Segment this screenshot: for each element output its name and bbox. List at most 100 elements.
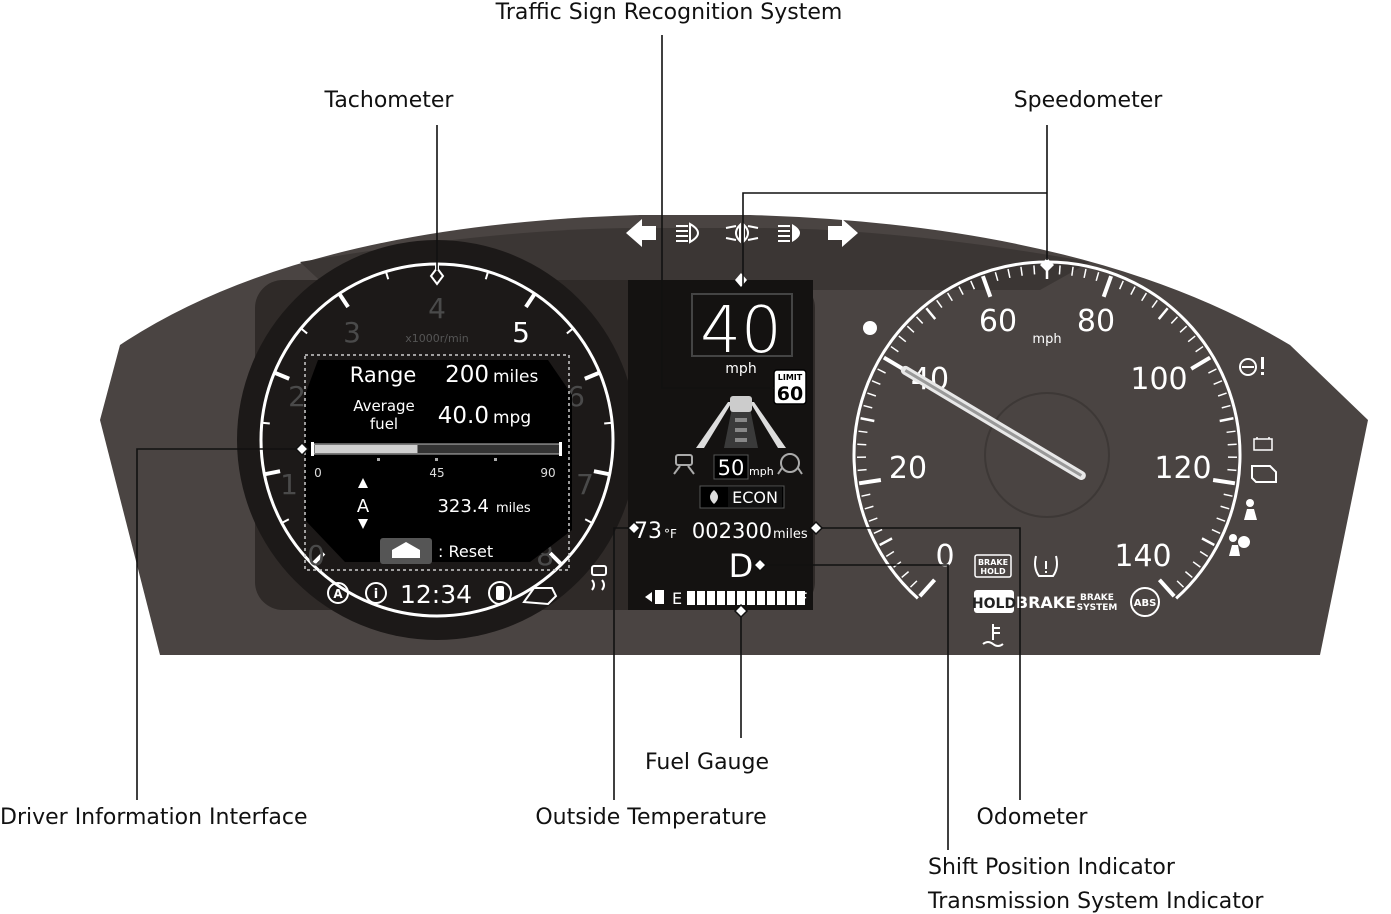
speed-number-80: 80 [1077,304,1115,339]
fuel-economy-bar: 0 45 90 [311,442,562,480]
fuel-gauge: E F [645,589,808,608]
fuel-segment [757,591,765,605]
outside-temperature-unit: °F [664,527,677,541]
speed-tick [1187,335,1196,343]
range-value: 200 [445,362,489,388]
speed-tick [1007,268,1011,278]
econ-leaf-icon [710,490,718,504]
tach-callout-marker [429,266,445,286]
traffic-sign-label: Traffic Sign Recognition System [495,0,843,25]
fuel-segment [687,591,695,605]
tach-unit: x1000r/min [405,332,469,345]
speed-tick [857,443,867,446]
lane-keeping-graphic [696,396,786,448]
fuel-full-label: F [798,589,807,608]
road-departure-left-icon [673,454,695,475]
tach-number-7: 7 [576,468,594,501]
fuel-pump-icon [655,590,664,604]
speed-tick [918,578,937,598]
headlight-icon [778,224,800,242]
speedometer-callout-marker [1040,258,1054,272]
speed-frame [691,293,793,357]
econ-indicator: ECON [699,485,785,509]
speed-tick [868,517,878,522]
speed-tick [898,335,907,343]
tach-tick [337,292,350,309]
transmission-label: Transmission System Indicator [927,889,1264,914]
odometer-marker [808,520,824,536]
trip-unit: miles [496,501,531,516]
speedometer-label: Speedometer [1014,88,1164,113]
lead-vehicle-icon [730,396,752,412]
fuel-segment [777,591,785,605]
callout-markers [294,441,824,619]
tach-tick [604,421,613,425]
needle-core [904,369,1083,477]
traffic-sign-callout-line [661,35,774,389]
callout-lines [136,35,1048,850]
speed-tick [864,505,874,510]
fuel-gauge-marker [733,603,749,619]
speed-tick [1192,561,1201,568]
speed-tick [1208,368,1217,374]
speed-tick [1226,430,1236,434]
speed-tick [958,286,964,295]
speed-number-140: 140 [1114,539,1171,574]
phone-icon [488,581,512,605]
brake-hold-text-2: HOLD [980,567,1006,576]
fuel-segment [767,591,775,605]
tach-tick [484,271,490,280]
tach-tick [584,370,601,381]
tach-number-3: 3 [343,316,361,349]
speed-tick [1157,578,1176,598]
fuel-segments [687,591,805,605]
warning-indicators: BRAKE HOLD HOLD BRAKE BRAKE SYSTEM ABS [972,554,1160,647]
odometer-unit: miles [773,527,808,542]
range-unit: miles [493,367,538,387]
acc-speed-frame [713,454,749,480]
fuel-economy-bar-fill [315,445,418,453]
turn-right-icon [828,219,858,247]
driver-info-marker [294,441,310,457]
trip-letter: A [357,496,370,517]
tach-number-0: 0 [307,539,325,572]
speed-tick [858,478,882,486]
battery-icon [1253,437,1273,451]
outside-temperature: 73 [634,519,662,544]
speedometer-unit: mph [1032,332,1061,347]
tach-tick [281,518,290,524]
reset-label: : Reset [438,542,493,561]
tachometer-ticks [261,264,613,566]
speed-tick [1179,325,1188,333]
speed-tick [1221,404,1231,409]
speed-tick [1033,265,1036,275]
fog-light-icon [725,222,759,244]
tach-tick [273,370,290,381]
tach-tick [311,551,326,566]
speed-tick [1216,517,1226,522]
check-engine-icon [1251,465,1277,483]
center-display: 40 mph LIMIT 60 50 mph ECON [628,273,813,610]
speed-tick [925,307,937,320]
speed-tick [901,571,910,578]
home-button-icon [380,538,432,564]
indicator-dot-icon [863,321,877,335]
speed-tick [1184,571,1193,578]
auto-idle-stop-icon [327,582,349,604]
bar-tick-90: 90 [540,466,555,480]
speed-tick [906,325,915,333]
tach-tick [548,551,563,566]
avg-fuel-label-2: fuel [370,415,398,433]
trip-down-icon [358,519,368,529]
tach-number-2: 2 [288,380,306,413]
fuel-door-arrow-icon [645,592,652,602]
speed-tick [1118,280,1124,290]
speed-tick [1141,292,1148,302]
gear-position: D [729,547,754,585]
bar-tick-0: 0 [314,466,322,480]
acc-set-speed: 50 [718,456,745,480]
trip-up-icon [358,478,368,488]
speed-tick [1190,355,1212,371]
speed-tick [863,404,873,409]
speed-number-100: 100 [1130,362,1187,397]
